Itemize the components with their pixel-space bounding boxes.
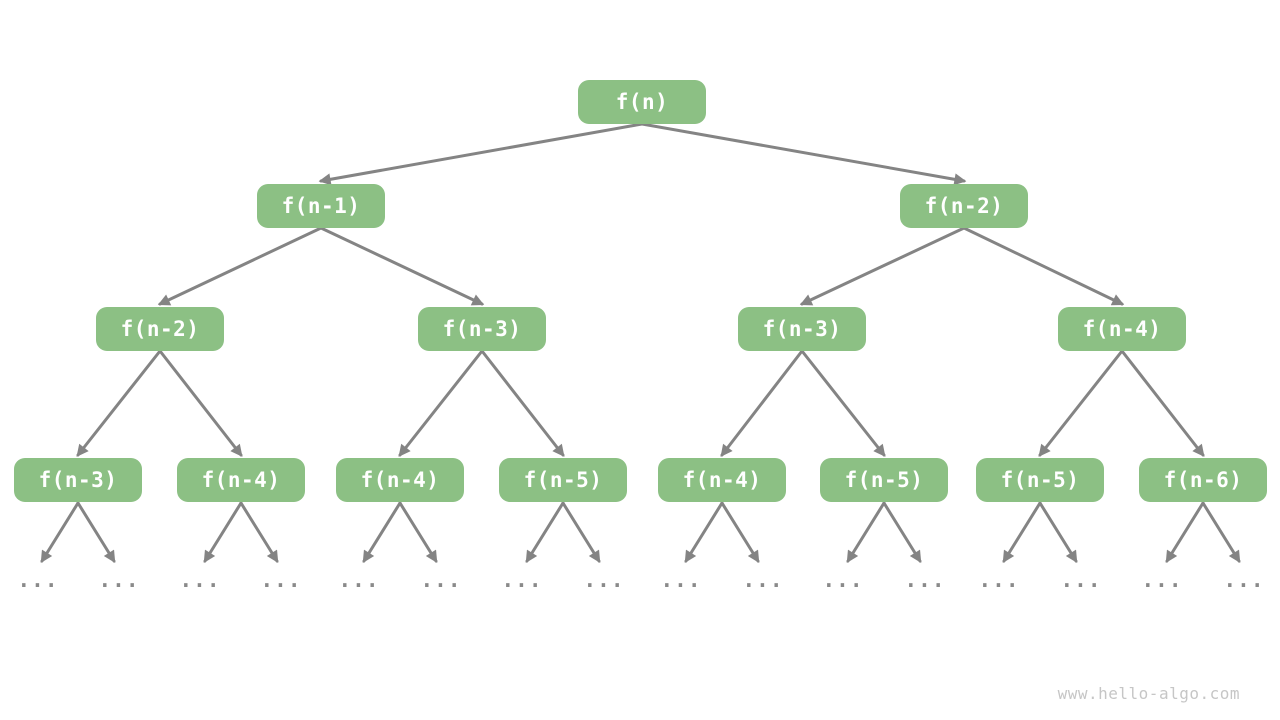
tree-node-l3-6: f(n-5) — [820, 458, 948, 502]
ellipsis: ... — [17, 568, 59, 592]
tree-node-l3-3: f(n-4) — [336, 458, 464, 502]
ellipsis: ... — [98, 568, 140, 592]
tree-node-l1-right: f(n-2) — [900, 184, 1028, 228]
ellipsis: ... — [660, 568, 702, 592]
tree-node-l3-4: f(n-5) — [499, 458, 627, 502]
ellipsis: ... — [904, 568, 946, 592]
tree-node-l3-8: f(n-6) — [1139, 458, 1267, 502]
ellipsis: ... — [1141, 568, 1183, 592]
tree-node-l3-1: f(n-3) — [14, 458, 142, 502]
ellipsis: ... — [179, 568, 221, 592]
tree-node-l2-4: f(n-4) — [1058, 307, 1186, 351]
tree-node-l2-2: f(n-3) — [418, 307, 546, 351]
tree-node-root: f(n) — [578, 80, 706, 124]
ellipsis: ... — [978, 568, 1020, 592]
tree-node-l2-1: f(n-2) — [96, 307, 224, 351]
ellipsis: ... — [822, 568, 864, 592]
tree-node-l2-3: f(n-3) — [738, 307, 866, 351]
watermark: www.hello-algo.com — [1057, 684, 1240, 703]
tree-node-l1-left: f(n-1) — [257, 184, 385, 228]
ellipsis: ... — [420, 568, 462, 592]
tree-node-l3-5: f(n-4) — [658, 458, 786, 502]
ellipsis: ... — [338, 568, 380, 592]
tree-node-l3-7: f(n-5) — [976, 458, 1104, 502]
ellipsis: ... — [501, 568, 543, 592]
ellipsis: ... — [260, 568, 302, 592]
tree-node-l3-2: f(n-4) — [177, 458, 305, 502]
ellipsis: ... — [583, 568, 625, 592]
ellipsis: ... — [1223, 568, 1265, 592]
ellipsis: ... — [1060, 568, 1102, 592]
ellipsis: ... — [742, 568, 784, 592]
